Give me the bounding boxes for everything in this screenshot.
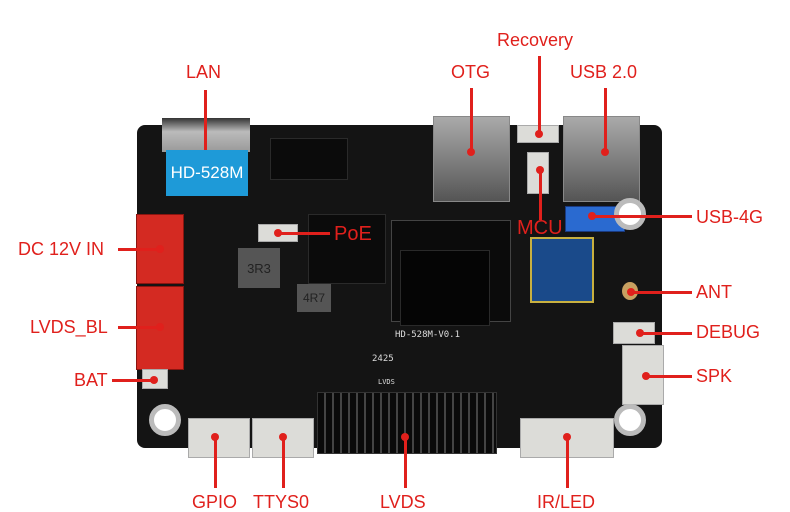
ant-dot xyxy=(627,288,635,296)
lvds-bl-pointer xyxy=(118,326,160,329)
mcu-dot xyxy=(536,166,544,174)
callout-usb4g: USB-4G xyxy=(696,207,764,227)
mount-hole xyxy=(614,404,646,436)
recovery-dot xyxy=(535,130,543,138)
callout-dc-in: DC 12V IN xyxy=(18,239,105,259)
callout-bat: BAT xyxy=(74,370,108,390)
callout-ant: ANT xyxy=(696,282,732,302)
spk-pointer xyxy=(646,375,692,378)
callout-otg: OTG xyxy=(451,62,490,82)
callout-lvds-bl: LVDS_BL xyxy=(30,317,108,337)
silk-date: 2425 xyxy=(372,354,394,364)
callout-ir-led: IR/LED xyxy=(537,492,596,512)
callout-lvds: LVDS xyxy=(380,492,426,512)
callout-lan: LAN xyxy=(186,62,222,82)
silk-lvds: LVDS xyxy=(378,378,395,386)
callout-mcu: MCU xyxy=(517,217,563,239)
magnetics-chip xyxy=(270,138,348,180)
gpio-connector xyxy=(188,418,250,458)
callout-usb2: USB 2.0 xyxy=(570,62,638,82)
callout-poe: PoE xyxy=(334,223,372,245)
poe-chip xyxy=(308,214,386,284)
debug-dot xyxy=(636,329,644,337)
lvds-dot xyxy=(401,433,409,441)
usb4g-pointer xyxy=(592,215,692,218)
recovery-pointer xyxy=(538,56,541,134)
poe-dot xyxy=(274,229,282,237)
lvds-header xyxy=(317,392,497,454)
otg-pointer xyxy=(470,88,473,152)
ant-pointer xyxy=(632,291,692,294)
otg-dot xyxy=(467,148,475,156)
dc-in-pointer xyxy=(118,248,160,251)
bat-dot xyxy=(150,376,158,384)
mcu-pointer xyxy=(539,170,542,220)
inductor-3r3: 3R3 xyxy=(238,248,280,288)
mount-hole xyxy=(614,198,646,230)
spk-dot xyxy=(642,372,650,380)
usb2-port xyxy=(563,116,640,202)
callout-debug: DEBUG xyxy=(696,322,761,342)
model-label-box: HD-528M xyxy=(166,150,248,196)
dc-in-dot xyxy=(156,245,164,253)
ir-led-dot xyxy=(563,433,571,441)
usb2-pointer xyxy=(604,88,607,152)
ttys0-dot xyxy=(279,433,287,441)
poe-pointer xyxy=(278,232,330,235)
lvds-bl-dot xyxy=(156,323,164,331)
soc-chip xyxy=(400,250,490,326)
ttys0-pointer xyxy=(282,436,285,488)
gpio-pointer xyxy=(214,436,217,488)
mount-hole xyxy=(149,404,181,436)
bat-pointer xyxy=(112,379,154,382)
ir-led-pointer xyxy=(566,436,569,488)
wifi-module xyxy=(530,237,594,303)
usb4g-dot xyxy=(588,212,596,220)
callout-gpio: GPIO xyxy=(192,492,238,512)
callout-ttys0: TTYS0 xyxy=(253,492,310,512)
silk-model: HD-528M-V0.1 xyxy=(395,330,461,340)
usb2-dot xyxy=(601,148,609,156)
lan-pointer xyxy=(204,90,207,150)
inductor-4r7: 4R7 xyxy=(297,284,331,312)
lvds-pointer xyxy=(404,436,407,488)
debug-pointer xyxy=(640,332,692,335)
callout-spk: SPK xyxy=(696,366,733,386)
callout-recovery: Recovery xyxy=(497,30,574,50)
gpio-dot xyxy=(211,433,219,441)
